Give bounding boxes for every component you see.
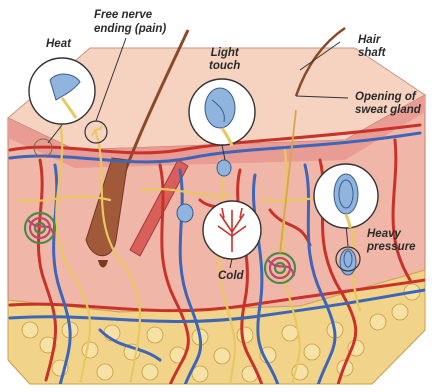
label-light-touch: Light touch [209,47,240,73]
label-hair-shaft: Hair shaft [358,34,385,60]
label-heavy-pressure: Heavy pressure [367,228,416,254]
label-cold: Cold [218,270,244,283]
label-free-nerve-ending: Free nerve ending (pain) [94,8,166,36]
label-sweat-gland-opening: Opening of sweat gland [355,91,421,117]
label-heat: Heat [46,38,71,51]
